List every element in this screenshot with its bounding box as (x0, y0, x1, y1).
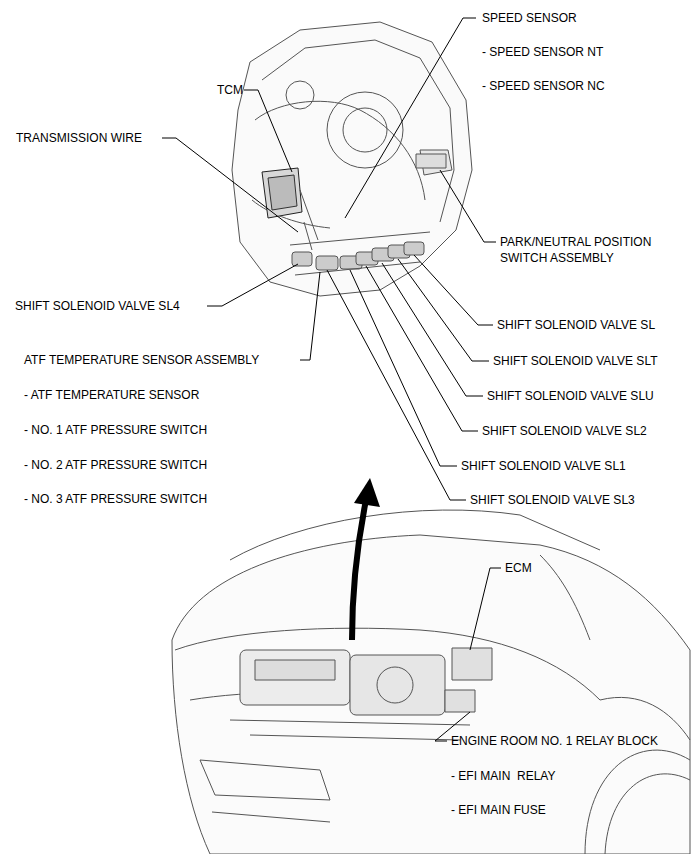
part-label: SHIFT SOLENOID VALVE SLT (493, 353, 658, 369)
part-label: SHIFT SOLENOID VALVE SLU (487, 388, 654, 404)
part-label: - ATF TEMPERATURE SENSOR (24, 387, 199, 403)
part-label: TRANSMISSION WIRE (16, 130, 142, 146)
part-label: SHIFT SOLENOID VALVE SL1 (461, 458, 626, 474)
part-label: SHIFT SOLENOID VALVE SL4 (15, 298, 180, 314)
part-label: PARK/NEUTRAL POSITION SWITCH ASSEMBLY (500, 234, 685, 266)
part-label: - EFI MAIN FUSE (451, 802, 546, 818)
part-label: ATF TEMPERATURE SENSOR ASSEMBLY (24, 352, 259, 368)
part-label: SHIFT SOLENOID VALVE SL (497, 317, 655, 333)
part-label: ECM (505, 560, 532, 576)
part-label: - NO. 3 ATF PRESSURE SWITCH (24, 491, 207, 507)
part-label: - SPEED SENSOR NT (482, 44, 603, 60)
part-label: TCM (217, 82, 243, 98)
part-label: SHIFT SOLENOID VALVE SL2 (482, 423, 647, 439)
part-label: - EFI MAIN RELAY (451, 768, 555, 784)
part-label: SHIFT SOLENOID VALVE SL3 (470, 492, 635, 508)
part-label: - NO. 2 ATF PRESSURE SWITCH (24, 457, 207, 473)
part-label: - SPEED SENSOR NC (482, 78, 605, 94)
car-drawing (172, 510, 690, 854)
part-label: SPEED SENSOR (482, 10, 577, 26)
part-label: ENGINE ROOM NO. 1 RELAY BLOCK (451, 733, 658, 749)
part-label: - NO. 1 ATF PRESSURE SWITCH (24, 422, 207, 438)
leader-lines (162, 18, 501, 741)
pointer-arrow (352, 478, 380, 640)
